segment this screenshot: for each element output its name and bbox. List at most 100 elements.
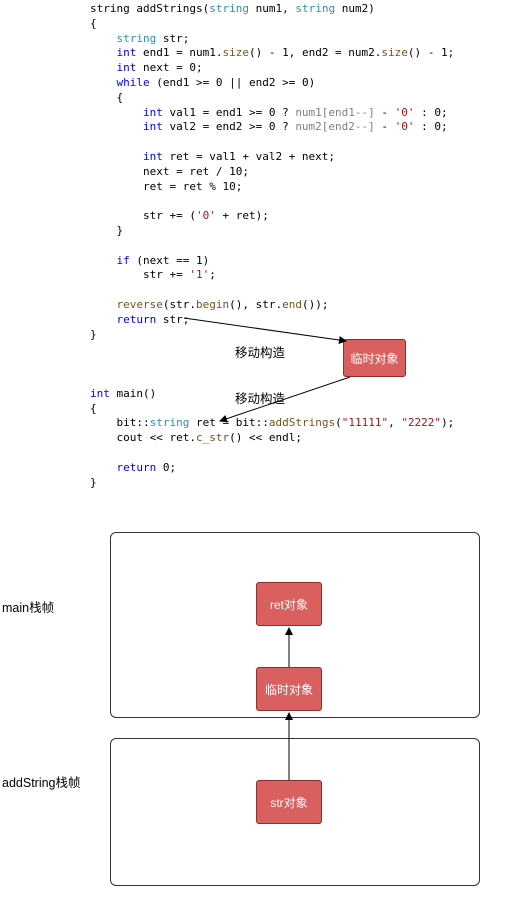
code-token: (next == 1) [129,253,210,267]
code-token: string [209,2,249,15]
code-line: string str; [90,32,454,47]
code-line: { [90,17,454,32]
code-token: if [116,253,130,267]
code-token: string [149,416,190,430]
code-token: main() [109,386,157,400]
code-token: { [90,16,97,30]
code-line: } [90,224,454,239]
code-token: int [116,61,137,75]
code-token: - [374,120,395,134]
code-token: } [90,223,124,237]
code-token: end1 = num1. [136,46,223,60]
code-token: (str. [162,297,196,311]
code-token: } [90,475,97,489]
code-token: addStrings [268,416,336,430]
code-token: return [116,460,157,474]
code-line: if (next == 1) [90,254,454,269]
code-token: num2[end2--] [295,120,375,134]
code-line: bit::string ret = bit::addStrings("11111… [90,416,454,431]
code-token: string [295,2,336,15]
code-token: ret = ret % 10; [90,179,243,193]
temp-object-box-mid: 临时对象 [256,667,322,711]
code-token: () << endl; [229,431,302,445]
code-token: ( [335,416,342,430]
temp-object-box-top: 临时对象 [343,339,406,377]
code-token: : 0; [414,105,448,119]
move-construct-label-2: 移动构造 [235,392,286,406]
main-frame-label: main栈帧 [2,601,55,615]
code-token: next = 0; [136,61,203,75]
code-token: 0; [156,460,177,474]
code-token: '1' [189,268,210,282]
code-line: { [90,402,454,417]
code-token: str += [90,268,190,282]
code-token: int [142,120,163,134]
code-token: (), str. [229,297,283,311]
code-token: () - 1, end2 = num2. [248,46,382,60]
code-line: int ret = val1 + val2 + next; [90,150,454,165]
code-token: str; [156,312,190,326]
code-token: ); [441,416,455,430]
code-token: next = ret / 10; [90,164,249,178]
code-token: (end1 >= 0 || end2 >= 0) [149,75,316,89]
code-line: string addStrings(string num1, string nu… [90,2,454,17]
code-token: } [90,327,97,341]
code-token: num2) [335,2,375,15]
code-line: return str; [90,313,454,328]
code-token: { [90,401,97,415]
code-token: { [90,90,124,104]
code-token: '0' [394,120,415,134]
code-token: size [222,46,249,60]
code-token: "2222" [401,416,442,430]
code-line: str += '1'; [90,268,454,283]
str-object-box: str对象 [256,780,322,824]
code-token: while [116,75,150,89]
code-token: return [116,312,157,326]
code-line: int next = 0; [90,61,454,76]
code-block: string addStrings(string num1, string nu… [90,2,454,490]
code-token: - [374,105,395,119]
code-token: int [90,386,110,400]
move-construct-label-1: 移动构造 [235,346,286,360]
code-token: int [142,105,163,119]
code-token: string addStrings( [90,2,210,15]
code-line: return 0; [90,461,454,476]
code-token: () - 1; [407,46,455,60]
code-token: ret = val1 + val2 + next; [162,149,336,163]
code-line: { [90,91,454,106]
code-line: str += ('0' + ret); [90,209,454,224]
code-line: cout << ret.c_str() << endl; [90,431,454,446]
code-token: c_str [195,431,230,445]
addstring-frame-label: addString栈帧 [2,776,81,790]
code-token: "11111" [341,416,389,430]
code-line: int val2 = end2 >= 0 ? num2[end2--] - '0… [90,120,454,135]
code-token: int [142,149,163,163]
code-line: reverse(str.begin(), str.end()); [90,298,454,313]
arrow-str-to-temp [183,317,347,344]
code-token: string [116,31,157,45]
code-token: + ret); [215,209,269,223]
code-line: int end1 = num1.size() - 1, end2 = num2.… [90,46,455,61]
code-token: num1, [248,2,296,15]
code-token: '0' [195,209,216,223]
code-token: size [381,46,408,60]
code-token: '0' [394,105,415,119]
ret-object-box: ret对象 [256,582,322,626]
code-line: int val1 = end1 >= 0 ? num1[end1--] - '0… [90,106,454,121]
code-token: ()); [301,297,329,311]
code-line: next = ret / 10; [90,165,454,180]
code-token: end [282,297,302,311]
code-token: reverse [116,297,163,311]
code-token: , [388,416,402,430]
main-stack-frame [110,532,480,718]
code-token: val1 = end1 >= 0 ? [162,105,296,119]
code-token: begin [195,297,230,311]
code-token: ; [209,268,216,282]
code-line: int main() [90,387,454,402]
code-line: while (end1 >= 0 || end2 >= 0) [90,76,454,91]
code-token: val2 = end2 >= 0 ? [162,120,296,134]
code-token: int [116,46,137,60]
code-line: ret = ret % 10; [90,180,454,195]
code-line: } [90,476,454,491]
